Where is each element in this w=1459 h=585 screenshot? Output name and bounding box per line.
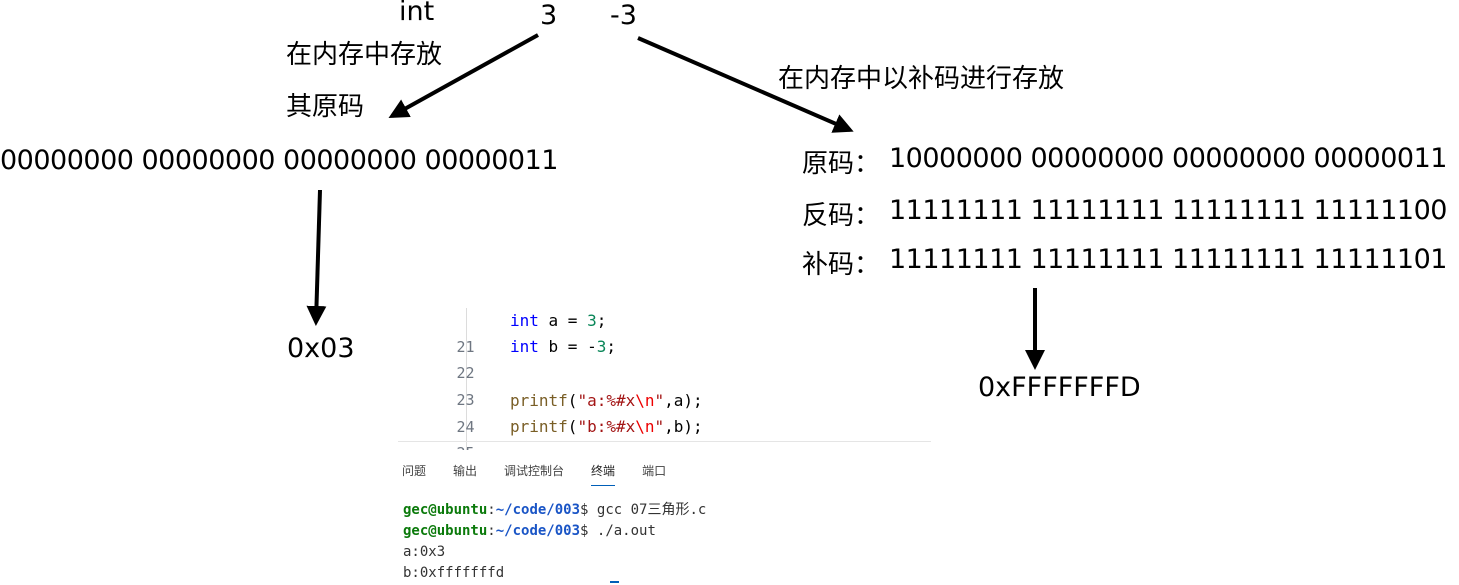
tab-terminal[interactable]: 终端 bbox=[591, 462, 616, 486]
terminal-command: $ gcc 07三角形.c bbox=[580, 502, 707, 518]
terminal-output: b:0xfffffffd bbox=[403, 565, 505, 581]
code-line: 25 printf("b:%#x\n",b); bbox=[398, 414, 702, 450]
negative-value-label: -3 bbox=[610, 0, 637, 31]
left-hex: 0x03 bbox=[287, 333, 355, 364]
tab-ports[interactable]: 端口 bbox=[642, 464, 667, 478]
type-label: int bbox=[399, 0, 435, 27]
code-label-original: 原码： bbox=[802, 149, 881, 179]
left-note-line2: 其原码 bbox=[286, 92, 365, 122]
code-line: 22 int b = -3; bbox=[398, 334, 616, 382]
code-line: 23 bbox=[398, 361, 474, 409]
tab-output[interactable]: 输出 bbox=[453, 464, 478, 478]
code-token: ; bbox=[596, 311, 607, 330]
arrow-3-to-binary bbox=[388, 33, 539, 118]
terminal-command: $ ./a.out bbox=[580, 523, 656, 539]
tab-problems[interactable]: 问题 bbox=[402, 464, 427, 478]
terminal-output: a:0x3 bbox=[403, 544, 446, 560]
code-line: 24 printf("a:%#x\n",a); bbox=[398, 388, 702, 436]
line-number: 23 bbox=[456, 391, 475, 409]
string-token: "b:%#x bbox=[577, 417, 636, 436]
code-label-ones: 反码： bbox=[802, 201, 881, 231]
number-token: 3 bbox=[596, 337, 607, 356]
left-note-line1: 在内存中存放 bbox=[286, 40, 443, 70]
code-token: ( bbox=[567, 417, 578, 436]
keyword-token: int bbox=[510, 311, 539, 330]
string-token: "a:%#x bbox=[577, 391, 636, 410]
escape-token: \n bbox=[635, 391, 655, 410]
escape-token: \n bbox=[635, 417, 655, 436]
line-number: 21 bbox=[456, 338, 475, 356]
code-token: b = - bbox=[538, 337, 597, 356]
prompt-path: ~/code/003 bbox=[495, 502, 581, 518]
positive-value-label: 3 bbox=[540, 0, 558, 31]
function-token: printf bbox=[510, 417, 568, 436]
tab-debug-console[interactable]: 调试控制台 bbox=[504, 464, 565, 478]
string-token: " bbox=[654, 417, 665, 436]
keyword-token: int bbox=[510, 337, 539, 356]
prompt-path: ~/code/003 bbox=[495, 523, 581, 539]
code-token: ,b); bbox=[664, 417, 703, 436]
line-number: 22 bbox=[456, 364, 475, 382]
string-token: " bbox=[654, 391, 665, 410]
gutter-divider bbox=[466, 308, 467, 450]
prompt-user: gec@ubuntu bbox=[403, 502, 488, 518]
prompt-separator: : bbox=[487, 523, 496, 539]
code-line: 21 int a = 3; bbox=[398, 308, 606, 356]
code-editor[interactable]: 21 int a = 3; 22 int b = -3; 23 24 print… bbox=[398, 308, 931, 450]
line-number: 24 bbox=[456, 418, 475, 436]
terminal-line: gec@ubuntu:~/code/003$ ./a.out bbox=[403, 521, 656, 542]
code-token: ; bbox=[606, 337, 616, 356]
panel-tabs: 问题 输出 调试控制台 终端 端口 bbox=[402, 462, 693, 486]
editor-panel-divider bbox=[398, 441, 931, 442]
prompt-separator: : bbox=[487, 502, 496, 518]
code-token: a = bbox=[538, 311, 588, 330]
code-bits-ones: 11111111 11111111 11111111 11111100 bbox=[889, 195, 1447, 226]
code-bits-twos: 11111111 11111111 11111111 11111101 bbox=[889, 244, 1447, 275]
right-note: 在内存中以补码进行存放 bbox=[778, 64, 1065, 94]
code-token: ,a); bbox=[664, 391, 703, 410]
left-binary: 00000000 00000000 00000000 00000011 bbox=[0, 145, 558, 176]
arrow-neg3-to-codes bbox=[637, 36, 854, 133]
function-token: printf bbox=[510, 391, 568, 410]
terminal-line: gec@ubuntu:~/code/003$ gcc 07三角形.c bbox=[403, 500, 706, 521]
code-bits-original: 10000000 00000000 00000000 00000011 bbox=[889, 143, 1447, 174]
code-label-twos: 补码： bbox=[802, 250, 881, 280]
prompt-user: gec@ubuntu bbox=[403, 523, 488, 539]
terminal-cursor bbox=[610, 581, 619, 583]
right-hex: 0xFFFFFFFD bbox=[978, 372, 1141, 403]
number-token: 3 bbox=[587, 311, 597, 330]
line-number: 25 bbox=[437, 440, 474, 450]
arrow-binary-to-hex bbox=[306, 189, 327, 326]
bottom-panel: 问题 输出 调试控制台 终端 端口 gec@ubuntu:~/code/003$… bbox=[392, 450, 931, 585]
code-token: ( bbox=[567, 391, 578, 410]
